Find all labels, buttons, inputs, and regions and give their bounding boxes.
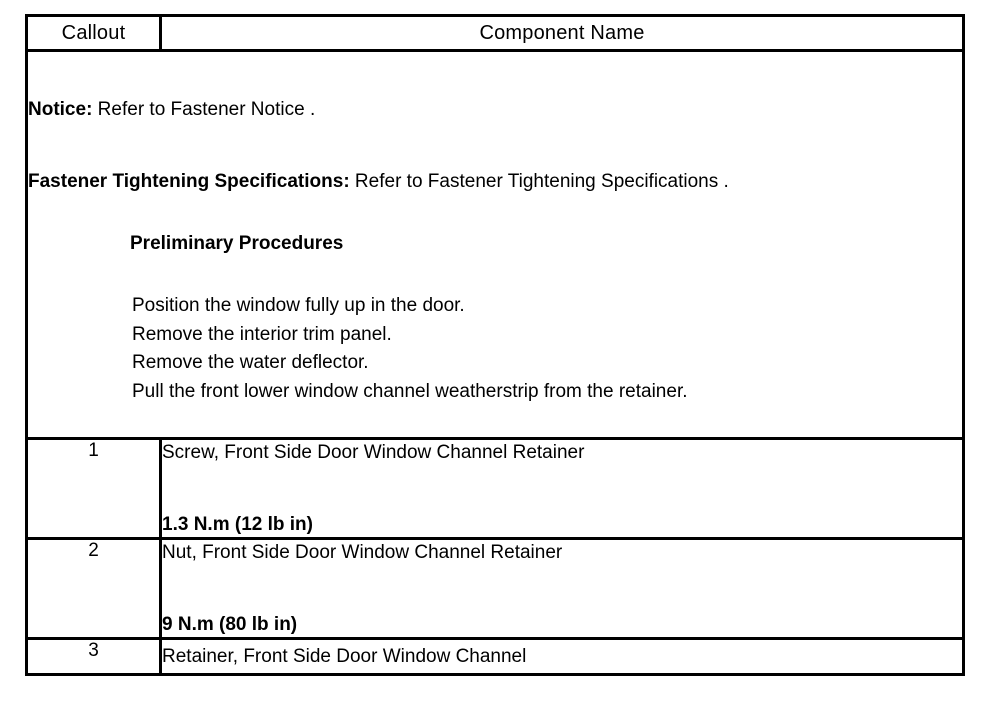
notice-row: Notice: Refer to Fastener Notice . Faste… — [25, 49, 965, 440]
notice-line: Notice: Refer to Fastener Notice . — [28, 100, 962, 120]
table-row: 2 Nut, Front Side Door Window Channel Re… — [25, 537, 965, 640]
component-name-text: Screw, Front Side Door Window Channel Re… — [162, 442, 585, 463]
preliminary-item: Position the window fully up in the door… — [132, 295, 465, 316]
preliminary-procedures-list: Position the window fully up in the door… — [28, 292, 962, 406]
component-name-text: Retainer, Front Side Door Window Channel — [162, 645, 527, 667]
component-specification-table: Callout Component Name Notice: Refer to … — [25, 14, 965, 676]
notice-label: Notice: — [28, 99, 93, 120]
preliminary-item: Pull the front lower window channel weat… — [132, 380, 688, 402]
notice-and-procedures-cell: Notice: Refer to Fastener Notice . Faste… — [25, 49, 965, 440]
fastener-spec-text: Refer to Fastener Tightening Specificati… — [349, 171, 729, 192]
fastener-spec-line: Fastener Tightening Specifications: Refe… — [28, 172, 962, 192]
fastener-spec-label: Fastener Tightening Specifications: — [28, 171, 350, 192]
header-cell-callout: Callout — [25, 14, 162, 52]
component-cell: Screw, Front Side Door Window Channel Re… — [159, 437, 965, 540]
table-row: 3 Retainer, Front Side Door Window Chann… — [25, 637, 965, 676]
preliminary-item: Remove the water deflector. — [132, 352, 369, 373]
component-name-text: Nut, Front Side Door Window Channel Reta… — [162, 542, 563, 563]
preliminary-procedures-heading: Preliminary Procedures — [130, 233, 344, 254]
callout-number: 1 — [25, 437, 162, 540]
torque-spec-text: 9 N.m (80 lb in) — [162, 614, 298, 635]
notice-text: Refer to Fastener Notice . — [92, 99, 316, 120]
table-row: 1 Screw, Front Side Door Window Channel … — [25, 437, 965, 540]
callout-number: 2 — [25, 537, 162, 640]
preliminary-item: Remove the interior trim panel. — [132, 323, 392, 345]
callout-number: 3 — [25, 637, 162, 676]
table-header-row: Callout Component Name — [25, 14, 965, 52]
component-cell: Nut, Front Side Door Window Channel Reta… — [159, 537, 965, 640]
torque-spec-text: 1.3 N.m (12 lb in) — [162, 514, 313, 535]
component-cell: Retainer, Front Side Door Window Channel — [159, 637, 965, 676]
header-cell-component-name: Component Name — [159, 14, 965, 52]
